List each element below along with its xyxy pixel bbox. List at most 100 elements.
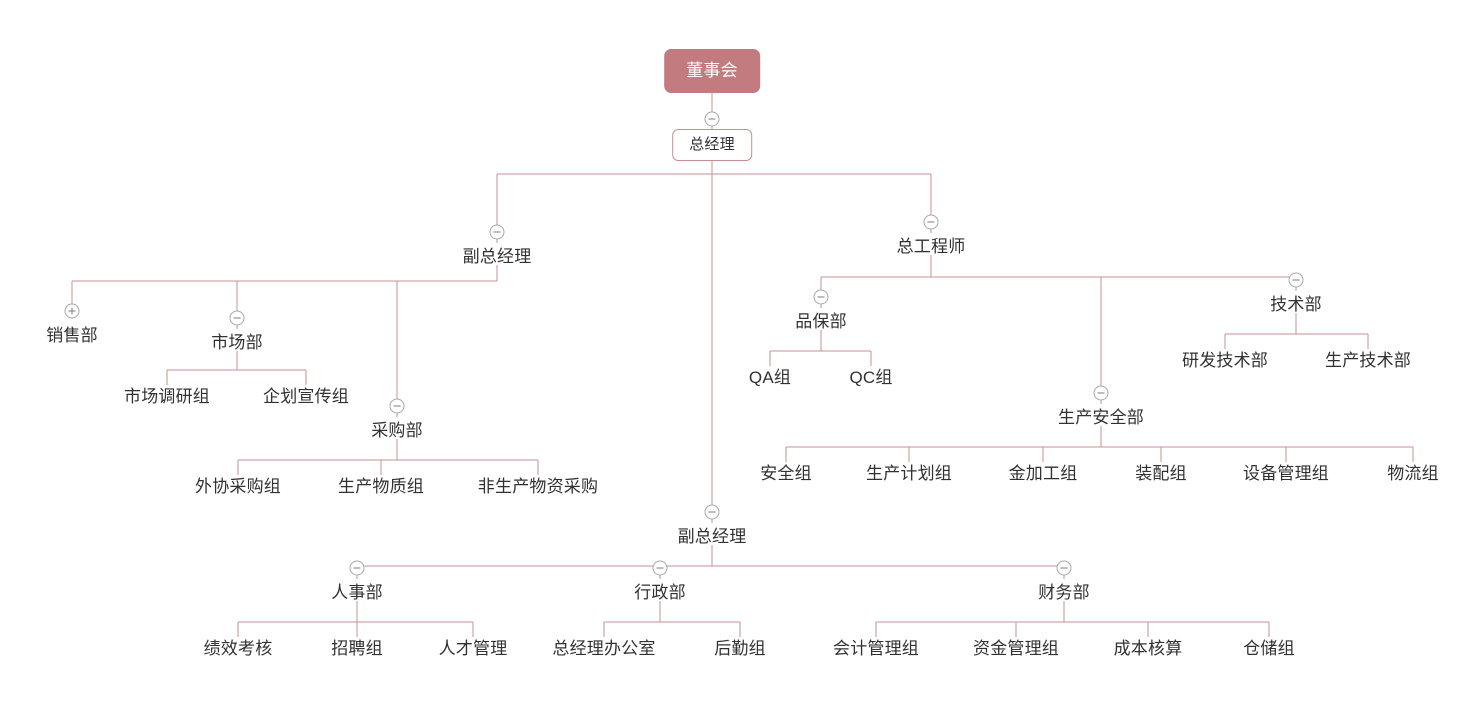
collapse-toggle-采购部[interactable] [389, 398, 405, 414]
org-node-label: 后勤组 [714, 639, 766, 658]
org-node-label: 装配组 [1135, 464, 1187, 483]
org-node-总经理[interactable]: 总经理 [672, 129, 752, 161]
org-node-label: 销售部 [46, 326, 98, 345]
org-node-会计管理组[interactable]: 会计管理组 [833, 638, 919, 659]
org-node-行政部[interactable]: 行政部 [634, 582, 686, 603]
org-node-研发技术部[interactable]: 研发技术部 [1182, 350, 1268, 371]
expand-toggle-销售部[interactable] [64, 303, 80, 319]
connector-line [496, 160, 931, 243]
org-node-label: 副总经理 [677, 527, 747, 546]
org-node-label: 总经理 [672, 129, 752, 161]
collapse-toggle-生产安全部[interactable] [1093, 385, 1109, 401]
org-node-label: 会计管理组 [833, 639, 919, 658]
org-node-外协采购组[interactable]: 外协采购组 [195, 476, 281, 497]
org-node-生产计划组[interactable]: 生产计划组 [866, 463, 952, 484]
org-node-后勤组[interactable]: 后勤组 [714, 638, 766, 659]
org-node-label: 仓储组 [1243, 639, 1295, 658]
org-node-label: 招聘组 [331, 639, 383, 658]
org-node-绩效考核[interactable]: 绩效考核 [204, 638, 273, 659]
collapse-toggle-人事部[interactable] [349, 560, 365, 576]
org-node-非生产物资采购[interactable]: 非生产物资采购 [478, 476, 598, 497]
connector-line [769, 330, 871, 366]
org-node-招聘组[interactable]: 招聘组 [331, 638, 383, 659]
org-node-label: 生产物质组 [338, 477, 424, 496]
org-node-财务部[interactable]: 财务部 [1038, 582, 1090, 603]
org-node-label: 市场部 [211, 333, 263, 352]
org-node-副总经理[interactable]: 副总经理 [463, 246, 532, 267]
collapse-toggle-品保部[interactable] [813, 289, 829, 305]
connector-line [875, 601, 1269, 637]
collapse-toggle-行政部[interactable] [652, 560, 668, 576]
connector-line [237, 601, 473, 637]
org-node-label: 安全组 [760, 464, 812, 483]
org-node-label: 研发技术部 [1182, 351, 1268, 370]
org-node-装配组[interactable]: 装配组 [1135, 463, 1187, 484]
org-node-仓储组[interactable]: 仓储组 [1243, 638, 1295, 659]
connector-line [820, 255, 1296, 308]
org-node-采购部[interactable]: 采购部 [371, 420, 423, 441]
org-node-QA组[interactable]: QA组 [749, 367, 791, 388]
org-node-label: 副总经理 [462, 247, 532, 266]
org-node-资金管理组[interactable]: 资金管理组 [973, 638, 1059, 659]
connector-line [1224, 313, 1368, 349]
org-node-物流组[interactable]: 物流组 [1387, 463, 1439, 484]
org-node-label: QC组 [849, 368, 893, 387]
org-node-总经理办公室[interactable]: 总经理办公室 [552, 638, 655, 659]
connector-line [166, 351, 306, 385]
org-node-label: 品保部 [795, 312, 847, 331]
org-node-生产物质组[interactable]: 生产物质组 [338, 476, 424, 497]
org-node-金加工组[interactable]: 金加工组 [1009, 463, 1078, 484]
org-node-label: 财务部 [1038, 583, 1090, 602]
org-node-label: 物流组 [1387, 464, 1439, 483]
org-node-label: 生产安全部 [1058, 408, 1144, 427]
org-node-label: 非生产物资采购 [477, 477, 599, 496]
org-node-总工程师[interactable]: 总工程师 [897, 236, 966, 257]
org-node-label: 董事会 [664, 49, 760, 93]
org-node-label: 外协采购组 [195, 477, 281, 496]
collapse-toggle-财务部[interactable] [1056, 560, 1072, 576]
org-node-成本核算[interactable]: 成本核算 [1114, 638, 1183, 659]
connector-line [237, 439, 538, 475]
org-node-label: 生产计划组 [866, 464, 952, 483]
org-node-人事部[interactable]: 人事部 [331, 582, 383, 603]
connector-line [71, 265, 498, 306]
org-node-label: 市场调研组 [124, 387, 210, 406]
org-node-人才管理[interactable]: 人才管理 [439, 638, 508, 659]
org-node-label: QA组 [748, 368, 792, 387]
org-node-企划宣传组[interactable]: 企划宣传组 [263, 386, 349, 407]
org-node-label: 生产技术部 [1325, 351, 1411, 370]
org-node-label: 设备管理组 [1243, 464, 1329, 483]
connector-line [785, 426, 1413, 462]
org-node-销售部[interactable]: 销售部 [46, 325, 98, 346]
org-node-技术部[interactable]: 技术部 [1270, 294, 1322, 315]
collapse-toggle-副总经理[interactable] [704, 504, 720, 520]
org-node-生产安全部[interactable]: 生产安全部 [1058, 407, 1144, 428]
connector-line [603, 601, 740, 637]
org-node-label: 采购部 [371, 421, 423, 440]
org-node-label: 技术部 [1270, 295, 1322, 314]
org-node-label: 行政部 [634, 583, 686, 602]
org-node-label: 总工程师 [896, 237, 966, 256]
org-node-市场部[interactable]: 市场部 [211, 332, 263, 353]
org-node-安全组[interactable]: 安全组 [760, 463, 812, 484]
org-node-label: 总经理办公室 [552, 639, 656, 658]
org-node-副总经理[interactable]: 副总经理 [678, 526, 747, 547]
org-node-label: 人事部 [331, 583, 383, 602]
org-node-label: 绩效考核 [203, 639, 273, 658]
org-node-设备管理组[interactable]: 设备管理组 [1243, 463, 1329, 484]
org-node-生产技术部[interactable]: 生产技术部 [1325, 350, 1411, 371]
collapse-toggle-市场部[interactable] [229, 310, 245, 326]
org-node-label: 金加工组 [1008, 464, 1078, 483]
org-node-label: 人才管理 [438, 639, 508, 658]
connector-line [356, 545, 1064, 579]
org-node-品保部[interactable]: 品保部 [795, 311, 847, 332]
collapse-toggle-副总经理[interactable] [489, 224, 505, 240]
collapse-toggle-技术部[interactable] [1288, 272, 1304, 288]
org-node-QC组[interactable]: QC组 [849, 367, 892, 388]
org-node-label: 资金管理组 [973, 639, 1059, 658]
org-node-市场调研组[interactable]: 市场调研组 [124, 386, 210, 407]
collapse-toggle-总经理[interactable] [704, 111, 720, 127]
collapse-toggle-总工程师[interactable] [923, 214, 939, 230]
org-node-董事会[interactable]: 董事会 [664, 49, 760, 93]
